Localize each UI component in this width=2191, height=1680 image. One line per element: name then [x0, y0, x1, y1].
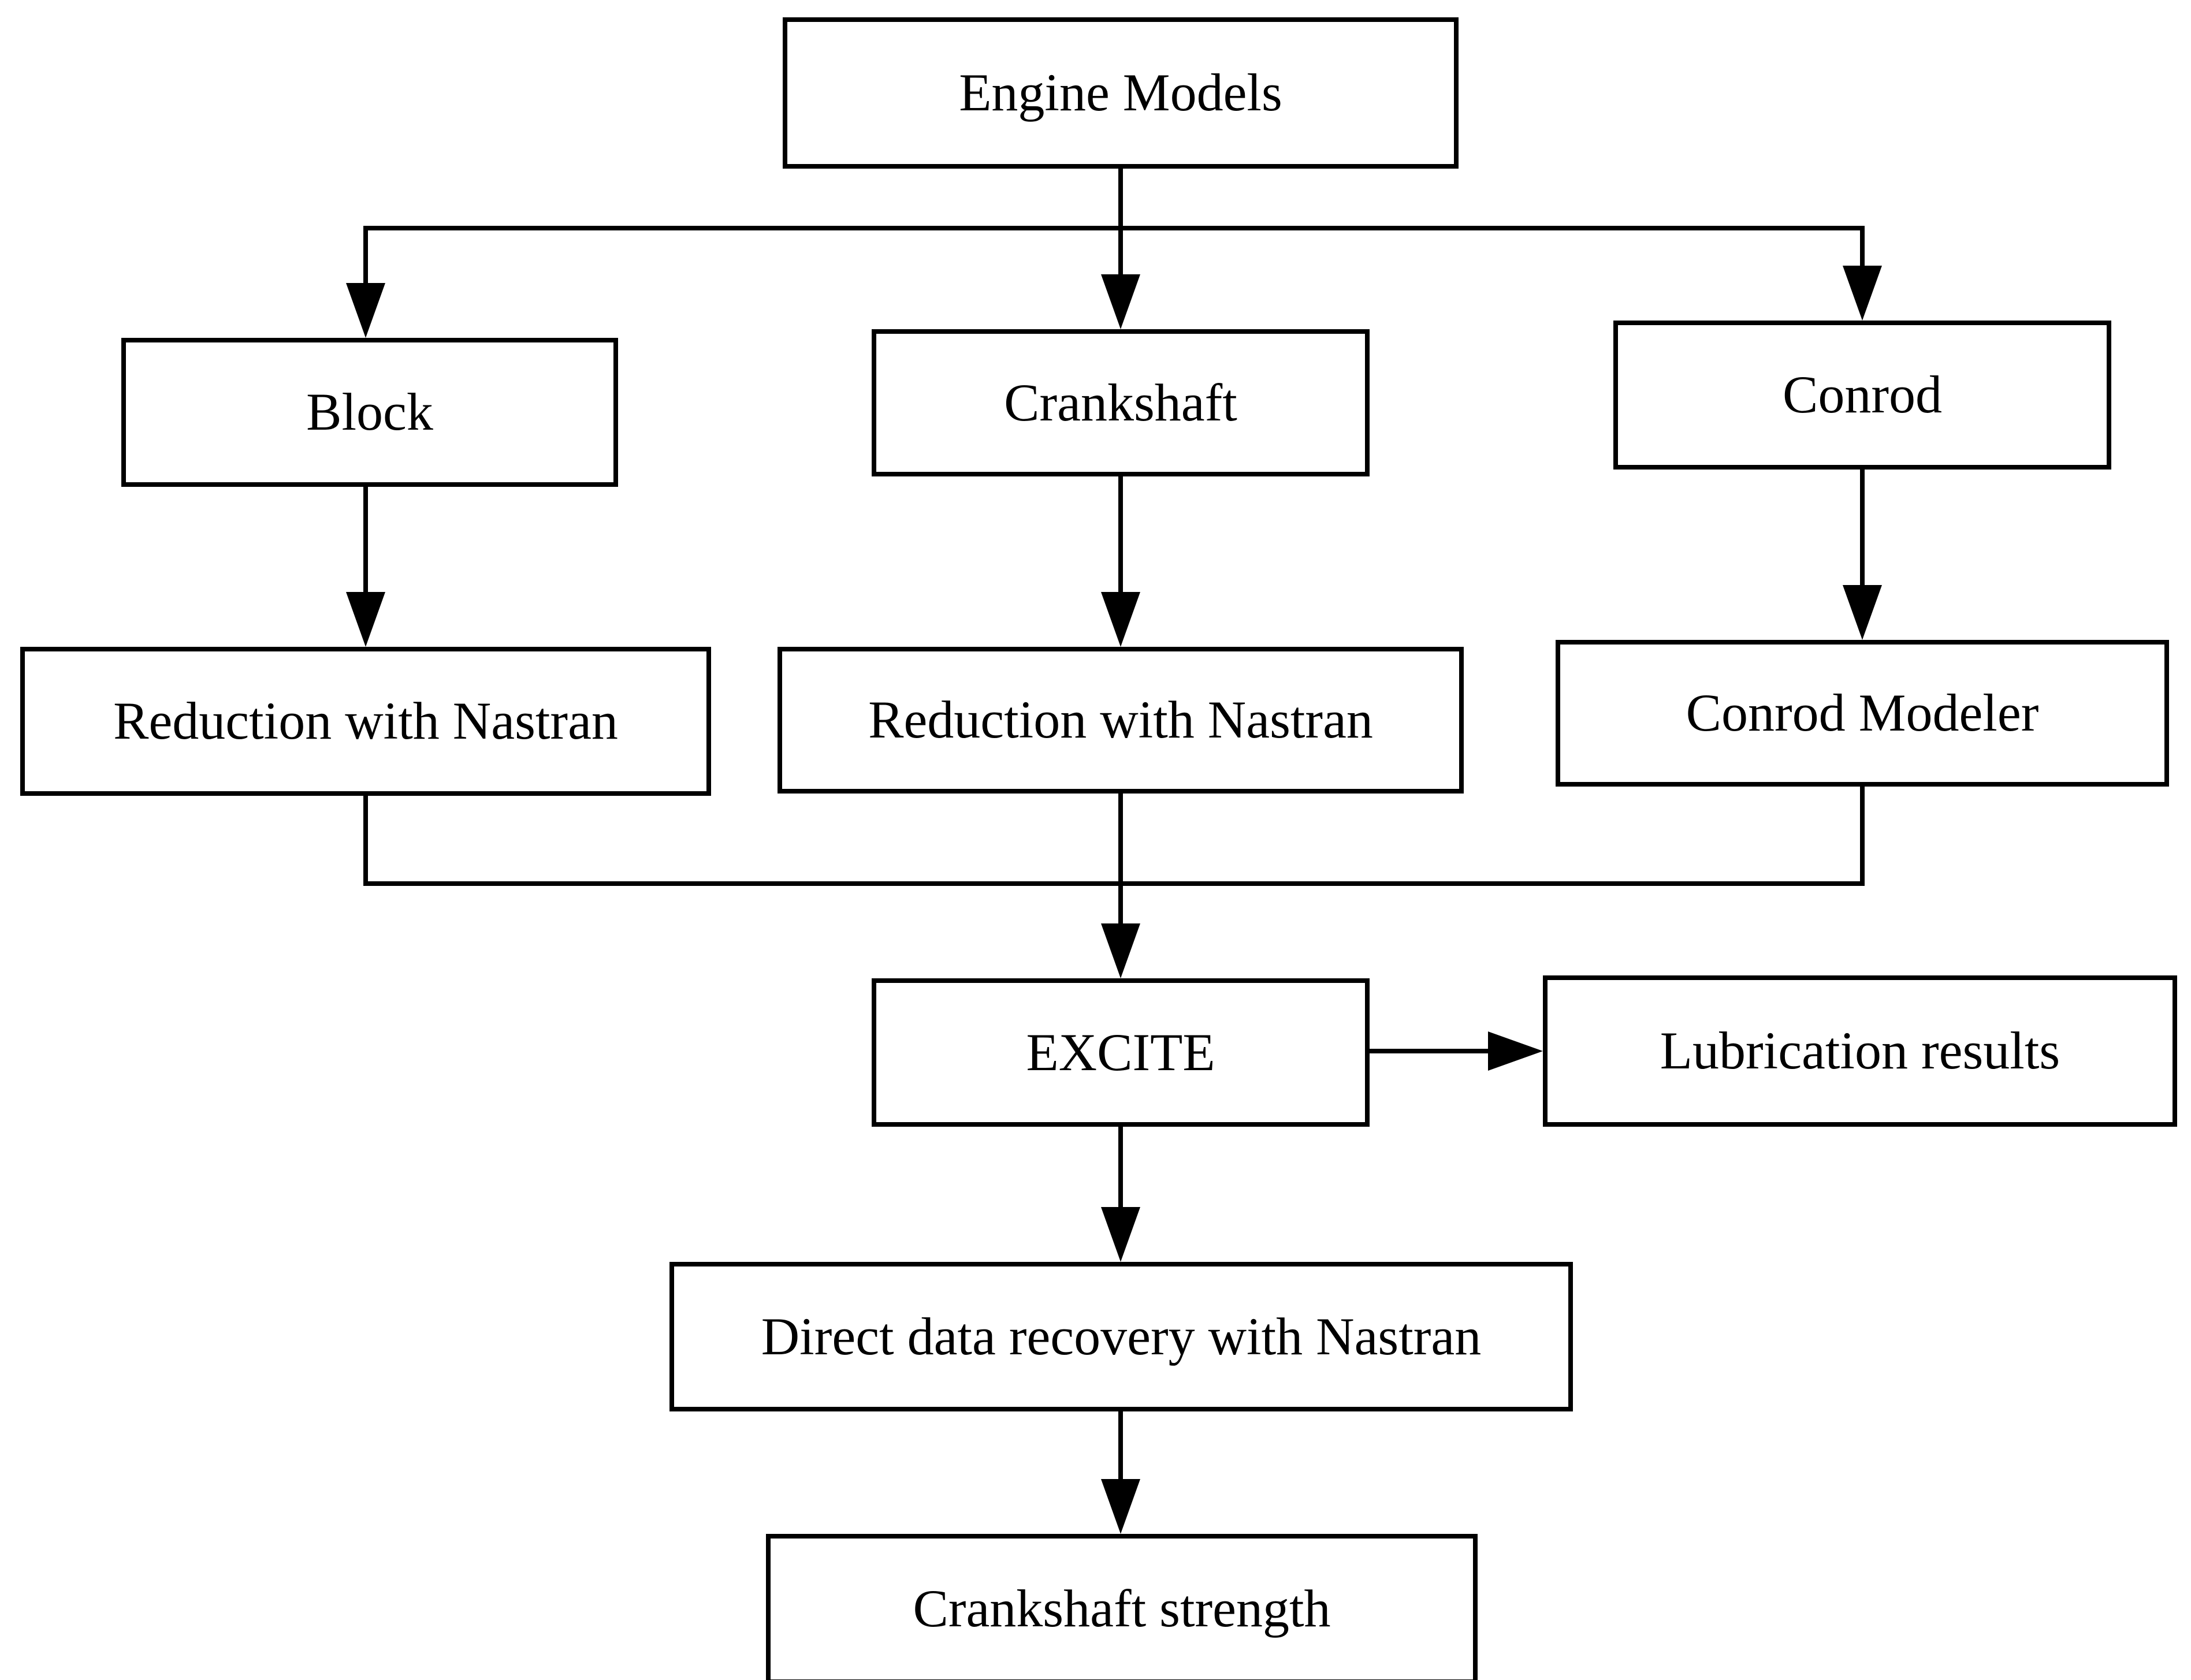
edge-excite-to-direct-data-recovery	[1118, 1127, 1123, 1208]
arrowhead-into-conrod-modeler-icon	[1843, 585, 1882, 640]
node-conrod-label: Conrod	[1783, 365, 1942, 424]
node-block-label: Block	[306, 382, 433, 442]
arrowhead-into-reduction-block-icon	[346, 592, 385, 647]
node-lubrication-results-label: Lubrication results	[1660, 1021, 2060, 1081]
node-conrod-modeler-label: Conrod Modeler	[1686, 683, 2039, 743]
edge-block-to-reduction	[363, 487, 368, 593]
arrowhead-into-excite-icon	[1101, 923, 1140, 978]
arrowhead-into-block-icon	[346, 283, 385, 338]
node-engine-models: Engine Models	[783, 17, 1459, 169]
node-crankshaft-strength: Crankshaft strength	[766, 1534, 1478, 1680]
node-conrod: Conrod	[1613, 321, 2111, 470]
edge-merge-horizontal-line	[363, 881, 1865, 886]
node-reduction-with-nastran-crankshaft: Reduction with Nastran	[778, 647, 1464, 794]
edge-conrod-to-conrod-modeler	[1860, 470, 1865, 586]
node-crankshaft-label: Crankshaft	[1004, 372, 1237, 432]
arrowhead-into-lubrication-icon	[1488, 1031, 1543, 1071]
edge-reduction-block-to-merge	[363, 796, 368, 886]
node-excite: EXCITE	[872, 978, 1370, 1127]
edge-fanout-to-conrod	[1860, 228, 1865, 267]
node-crankshaft-strength-label: Crankshaft strength	[913, 1579, 1331, 1638]
node-lubrication-results: Lubrication results	[1543, 975, 2177, 1127]
node-block: Block	[121, 338, 618, 487]
node-excite-label: EXCITE	[1026, 1022, 1215, 1082]
node-reduction-with-nastran-crankshaft-label: Reduction with Nastran	[868, 690, 1373, 750]
edge-direct-data-recovery-to-strength	[1118, 1411, 1123, 1480]
arrowhead-into-reduction-crankshaft-icon	[1101, 592, 1140, 647]
arrowhead-into-direct-data-recovery-icon	[1101, 1207, 1140, 1262]
edge-fanout-to-block	[363, 228, 368, 284]
edge-merge-to-excite	[1118, 794, 1123, 925]
node-conrod-modeler: Conrod Modeler	[1556, 640, 2169, 787]
edge-excite-to-lubrication	[1370, 1049, 1491, 1053]
edge-conrod-modeler-to-merge	[1860, 787, 1865, 886]
edge-fanout-horizontal-line	[363, 226, 1865, 230]
edge-engine-models-spine	[1118, 167, 1123, 275]
arrowhead-into-conrod-icon	[1843, 266, 1882, 321]
node-engine-models-label: Engine Models	[959, 63, 1282, 122]
node-direct-data-recovery-label: Direct data recovery with Nastran	[761, 1306, 1482, 1366]
node-reduction-with-nastran-block-label: Reduction with Nastran	[113, 691, 618, 751]
edge-crankshaft-to-reduction	[1118, 476, 1123, 593]
node-reduction-with-nastran-block: Reduction with Nastran	[20, 647, 711, 796]
arrowhead-into-crankshaft-icon	[1101, 274, 1140, 329]
node-crankshaft: Crankshaft	[872, 329, 1370, 476]
arrowhead-into-crankshaft-strength-icon	[1101, 1479, 1140, 1534]
node-direct-data-recovery: Direct data recovery with Nastran	[669, 1262, 1573, 1411]
